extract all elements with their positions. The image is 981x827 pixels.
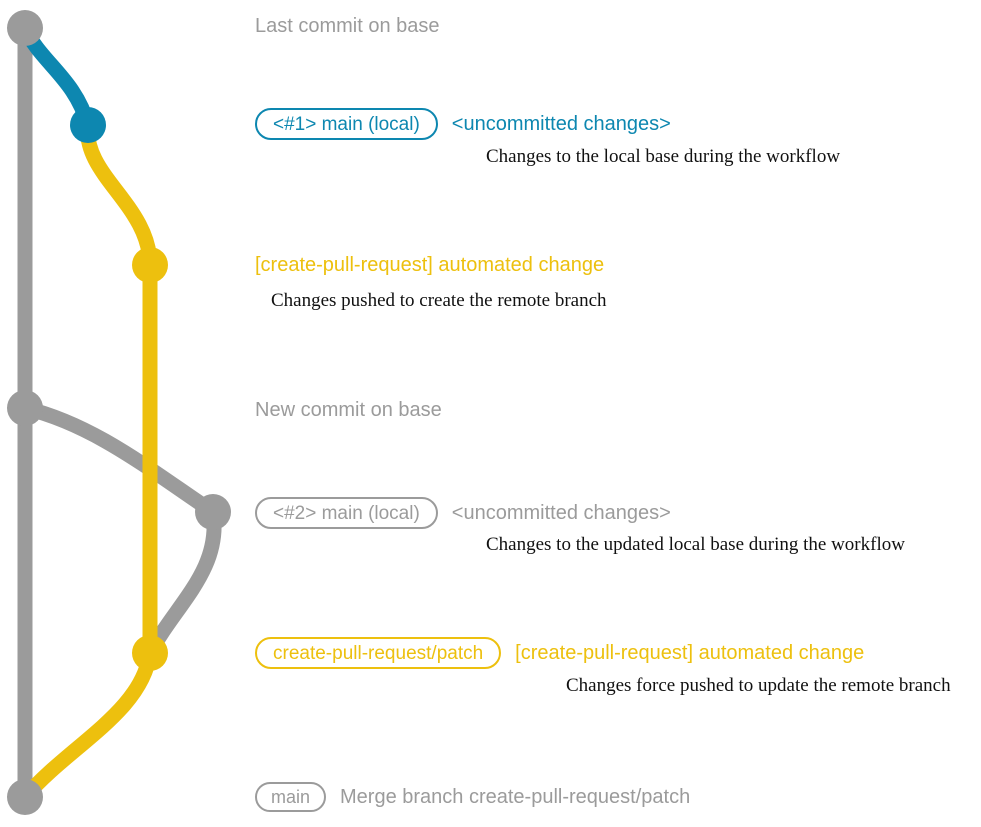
row-new-commit-on-base: New commit on base (255, 398, 442, 422)
edge-local2-to-patch (142, 504, 222, 661)
commit-node-new-commit-on-base[interactable] (7, 390, 43, 426)
ref-badge-main-local-2[interactable]: <#2> main (local) (255, 497, 438, 529)
row-remote-create: [create-pull-request] automated change (255, 253, 604, 277)
commit-note-remote-create: Changes pushed to create the remote bran… (271, 290, 607, 311)
commit-node-last-commit-on-base[interactable] (7, 10, 43, 46)
ref-badge-main[interactable]: main (255, 782, 327, 812)
ref-badge-create-pull-request-patch[interactable]: create-pull-request/patch (255, 637, 502, 669)
row-local-1: <#1> main (local) <uncommitted changes> (255, 108, 671, 140)
ref-badge-main-local-1[interactable]: <#1> main (local) (255, 108, 438, 140)
commit-node-remote-create[interactable] (132, 247, 168, 283)
commit-subject: New commit on base (255, 399, 442, 421)
row-last-commit-on-base: Last commit on base (255, 14, 440, 38)
commit-headline: main Merge branch create-pull-request/pa… (255, 782, 690, 812)
row-local-2: <#2> main (local) <uncommitted changes> (255, 497, 671, 529)
commit-subject: Merge branch create-pull-request/patch (340, 786, 691, 808)
commit-subject: [create-pull-request] automated change (255, 254, 605, 276)
commit-headline: create-pull-request/patch [create-pull-r… (255, 637, 864, 669)
commit-note-remote-update: Changes force pushed to update the remot… (566, 675, 951, 696)
commit-note-local-1: Changes to the local base during the wor… (486, 146, 841, 167)
commit-subject: <uncommitted changes> (451, 502, 671, 524)
commit-node-local-2[interactable] (195, 494, 231, 530)
row-remote-update: create-pull-request/patch [create-pull-r… (255, 637, 864, 669)
commit-node-merge[interactable] (7, 779, 43, 815)
edge-base-to-local2 (17, 400, 221, 520)
commit-headline: [create-pull-request] automated change (255, 253, 604, 277)
commit-headline: <#2> main (local) <uncommitted changes> (255, 497, 671, 529)
commit-headline: <#1> main (local) <uncommitted changes> (255, 108, 671, 140)
commit-subject: <uncommitted changes> (451, 113, 671, 135)
commit-node-local-1[interactable] (70, 107, 106, 143)
row-merge: main Merge branch create-pull-request/pa… (255, 782, 690, 812)
commit-node-remote-update[interactable] (132, 635, 168, 671)
edge-patch-merge-to-base (17, 645, 158, 805)
commit-note-local-2: Changes to the updated local base during… (486, 534, 905, 555)
commit-subject: [create-pull-request] automated change (515, 642, 865, 664)
commit-subject: Last commit on base (255, 15, 440, 37)
